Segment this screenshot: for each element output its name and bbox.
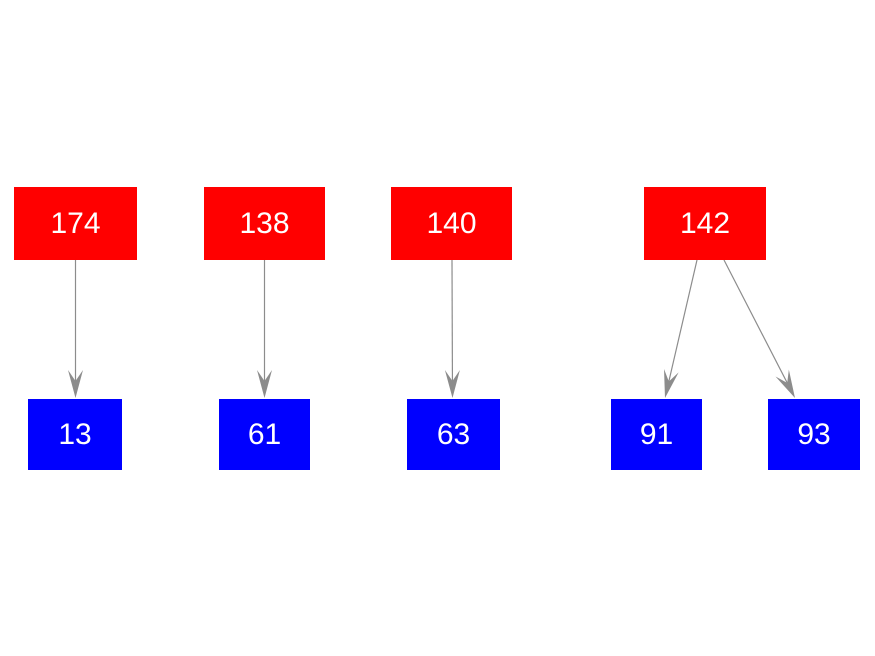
edge-142-to-93 [723, 259, 795, 398]
arrowhead-icon [68, 370, 83, 398]
graph-node-142: 142 [644, 187, 766, 260]
edge-line [668, 259, 698, 383]
graph-node-93: 93 [768, 399, 860, 470]
edge-line [723, 259, 789, 385]
graph-node-91: 91 [611, 399, 702, 470]
edge-174-to-13 [68, 260, 83, 398]
arrowhead-icon [664, 369, 679, 398]
graph-node-138: 138 [204, 187, 325, 260]
graph-node-13: 13 [28, 399, 122, 470]
arrowhead-icon [257, 370, 272, 398]
edge-142-to-91 [664, 259, 698, 398]
graph-node-140: 140 [391, 187, 512, 260]
arrowhead-icon [775, 369, 795, 398]
graph-node-63: 63 [407, 399, 500, 470]
arrowhead-icon [444, 369, 460, 398]
edge-138-to-61 [257, 260, 272, 398]
edge-140-to-63 [444, 259, 460, 398]
graph-node-61: 61 [219, 399, 310, 470]
graph-node-174: 174 [14, 187, 137, 260]
